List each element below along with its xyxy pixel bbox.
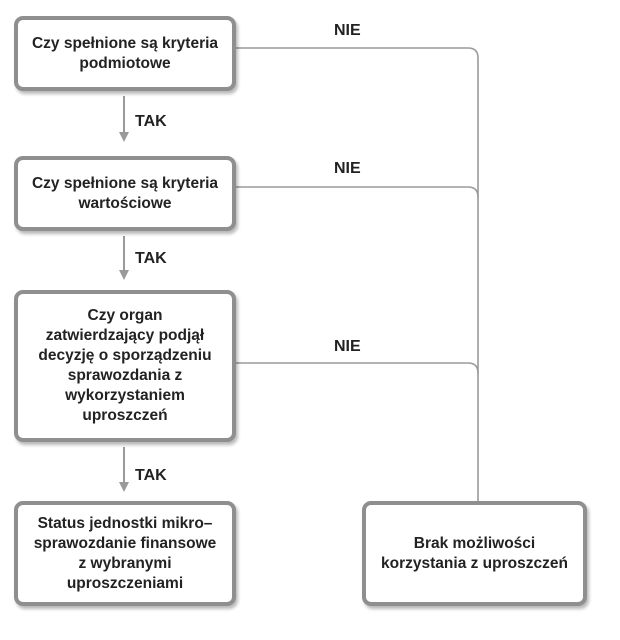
entity-criteria-question-box: Czy spełnione są kryteria podmiotowe [14, 16, 236, 91]
no-connector-2 [236, 186, 479, 198]
no-label-3: NIE [334, 338, 361, 355]
no-simplifications-box: Brak możliwości korzystania z uproszczeń [362, 501, 587, 606]
no-label-2: NIE [334, 160, 361, 177]
no-label-1: NIE [334, 22, 361, 39]
yes-label-2: TAK [135, 250, 167, 267]
value-criteria-question-box: Czy spełnione są kryteria wartościowe [14, 156, 236, 231]
micro-entity-status-box: Status jednostki mikro– sprawozdanie fin… [14, 501, 236, 606]
yes-label-1: TAK [135, 113, 167, 130]
no-connector-1 [236, 47, 479, 501]
approval-decision-question-box: Czy organ zatwierdzający podjął decyzję … [14, 290, 236, 442]
no-connector-3 [236, 362, 479, 374]
yes-label-3: TAK [135, 467, 167, 484]
